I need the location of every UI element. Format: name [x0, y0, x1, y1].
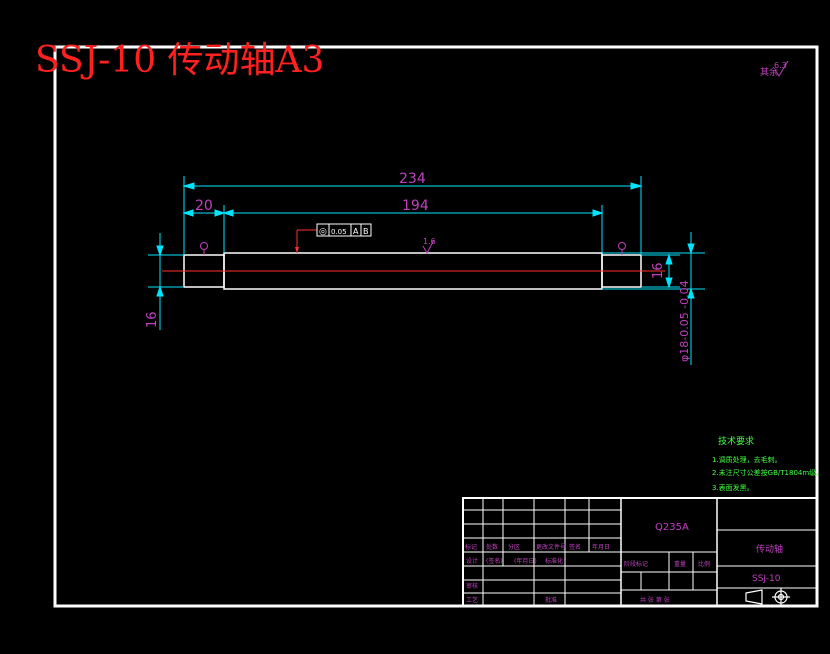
tb-label: 比例	[698, 560, 710, 568]
drawing-number: SSJ-10	[752, 574, 781, 584]
roughness-value: 6.3	[774, 61, 787, 70]
shaft-geometry	[162, 252, 665, 290]
dimension-lines	[148, 176, 705, 365]
tb-sheet: 共 张 第 张	[640, 596, 670, 604]
dim-middle-length: 194	[402, 198, 429, 214]
tb-label: 分区	[508, 543, 520, 551]
dim-shaft-diameter: φ18-0.05 -0.04	[678, 280, 691, 362]
roughness-marks: 1.6	[200, 237, 626, 255]
tb-label: 标记	[465, 543, 477, 551]
drawing-title: SSJ-10 传动轴A3	[35, 40, 324, 81]
tb-label: 处数	[486, 543, 498, 551]
tech-item: 1.调质处理，去毛刺。	[712, 455, 782, 464]
tb-label: 阶段标记	[624, 560, 648, 568]
tb-label: (年月日)	[514, 557, 537, 565]
tb-label: 工艺	[466, 596, 478, 604]
dim-left-step: 20	[195, 198, 213, 214]
tech-heading: 技术要求	[718, 435, 754, 447]
tolerance-datum-2: B	[363, 227, 369, 236]
tb-label: 更改文件号	[536, 543, 566, 551]
tolerance-symbol: ◎	[319, 227, 327, 237]
tech-item: 3.表面发黑。	[712, 483, 754, 492]
tb-label: 签名	[569, 543, 581, 551]
dim-right-diameter: 16	[651, 262, 666, 279]
dim-left-diameter: 16	[145, 311, 160, 328]
tb-label: 审核	[466, 582, 478, 590]
roughness-surface-value: 1.6	[423, 237, 436, 246]
tech-requirements: 技术要求 1.调质处理，去毛刺。 2.未注尺寸公差按GB/T1804m级。 3.…	[712, 435, 823, 492]
tolerance-datum: A	[353, 227, 359, 236]
part-name: 传动轴	[756, 543, 783, 555]
tb-label: 标准化	[545, 557, 563, 565]
tb-label: 批准	[545, 596, 557, 604]
roughness-label: 其余	[760, 66, 778, 78]
tolerance-frame: ◎ 0.05 A B	[295, 223, 372, 253]
roughness-default-symbol: 其余 6.3	[760, 60, 789, 78]
dim-overall-length: 234	[399, 171, 426, 187]
title-block	[462, 497, 818, 607]
tb-label: 年月日	[592, 543, 610, 551]
projection-symbol	[745, 588, 790, 606]
title-block-labels: 标记 处数 分区 更改文件号 签名 年月日 设计 (签名) (年月日) 标准化 …	[465, 543, 710, 604]
tb-label: (签名)	[486, 557, 503, 565]
drawing-frame	[53, 45, 819, 608]
tb-label: 设计	[466, 557, 478, 565]
tech-item: 2.未注尺寸公差按GB/T1804m级。	[712, 468, 823, 477]
material: Q235A	[655, 522, 689, 533]
tolerance-value: 0.05	[331, 228, 347, 236]
tb-label: 重量	[674, 560, 686, 568]
